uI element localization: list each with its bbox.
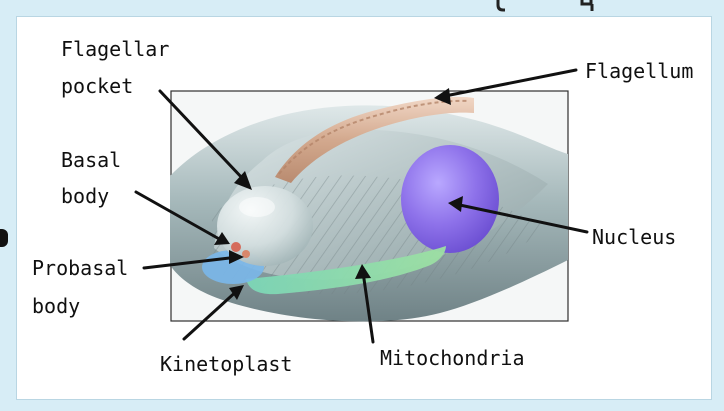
label-flagellar-pocket-line2: pocket [61,71,133,101]
label-basal-body-line2: body [61,181,109,211]
nucleus-shape [401,145,499,253]
label-basal-body-line1: Basal [61,145,121,175]
label-flagellar-pocket-line1: Flagellar [61,34,169,64]
label-flagellum: Flagellum [585,56,693,86]
basal-body-shape [231,242,241,252]
label-nucleus: Nucleus [592,222,676,252]
cropped-side-fragment [0,229,8,247]
cropped-title-fragment [488,0,608,12]
cropped-title-glyphs [488,0,608,12]
label-probasal-body-line2: body [32,291,80,321]
label-kinetoplast: Kinetoplast [160,349,292,379]
pocket-highlight [239,197,275,217]
label-probasal-body-line1: Probasal [32,253,128,283]
label-mitochondria: Mitochondria [380,343,525,373]
